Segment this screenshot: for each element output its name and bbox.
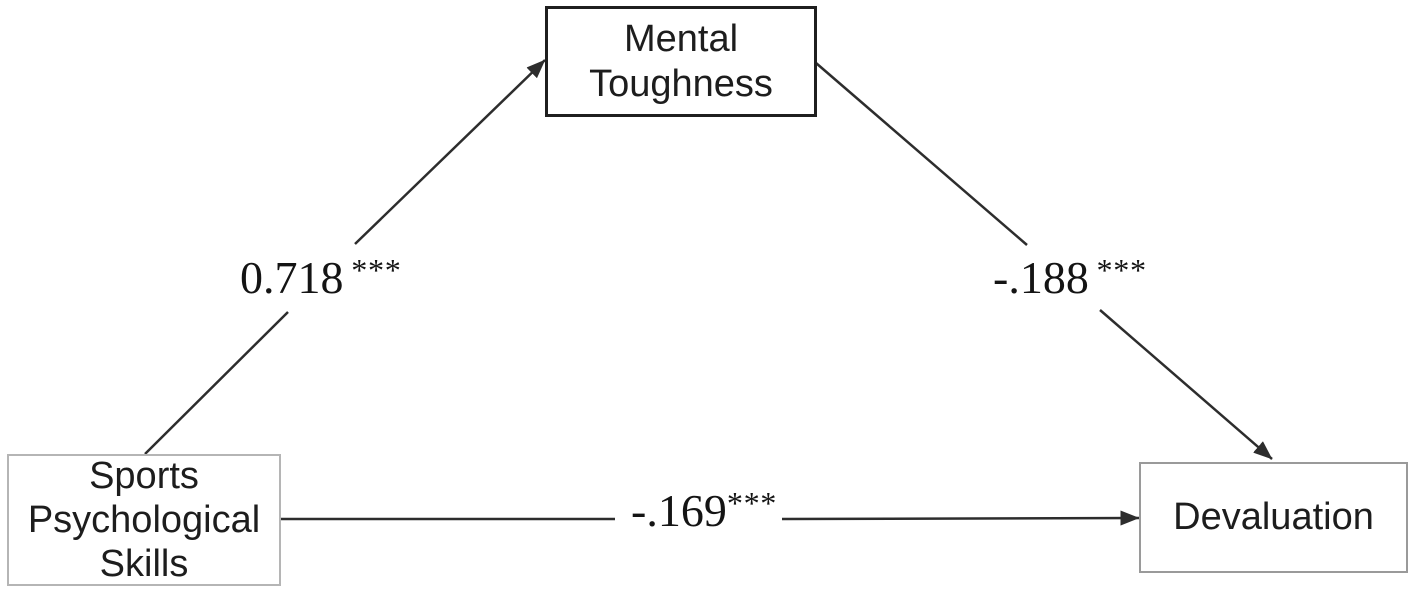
coefficient-label-b: -.188*** [993, 254, 1147, 301]
path-a-arrow [354, 59, 546, 245]
path-b-segment-upper [815, 62, 1028, 246]
node-label-line: Mental [623, 18, 739, 61]
coefficient-value: -.188 [993, 252, 1089, 304]
node-label-line: Sports [89, 454, 199, 497]
path-a-segment-lower [144, 311, 289, 455]
path-c-arrow [781, 510, 1140, 526]
significance-stars: *** [351, 252, 402, 288]
node-label-line: Skills [99, 543, 189, 586]
node-label-line: Devaluation [1173, 496, 1374, 539]
coefficient-value: 0.718 [240, 252, 344, 304]
significance-stars: *** [726, 485, 778, 521]
node-mental-toughness: Mental Toughness [545, 6, 817, 117]
significance-stars: *** [1096, 252, 1147, 288]
coefficient-value: -.169 [631, 485, 727, 537]
node-sports-psychological-skills: Sports Psychological Skills [7, 454, 281, 586]
node-label-line: Toughness [589, 62, 773, 105]
coefficient-label-c: -.169*** [631, 487, 777, 534]
coefficient-label-a: 0.718*** [240, 254, 401, 301]
node-devaluation: Devaluation [1139, 462, 1408, 573]
path-b-arrow [1099, 309, 1273, 460]
node-label-line: Psychological [27, 498, 261, 541]
